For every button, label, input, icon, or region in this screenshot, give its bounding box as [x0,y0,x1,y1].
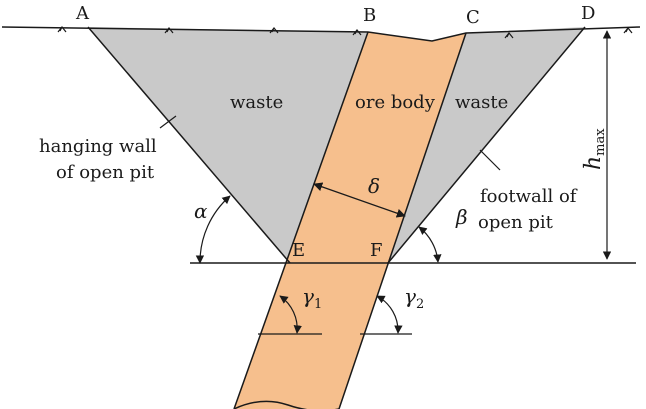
point-c-label: C [466,7,480,28]
gamma2-symbol: γ2 [404,284,424,312]
hanging-wall-label-line1: hanging wall [39,136,157,157]
gamma2-angle-arc [376,295,403,334]
beta-angle-arc [418,226,442,263]
gamma2-letter: γ [404,284,416,308]
gamma2-subscript: 2 [416,297,424,312]
hmax-letter: h [581,156,606,170]
ore-bottom-break [233,400,339,409]
delta-thickness-arrow [313,182,406,218]
ore-body-label: ore body [355,92,436,113]
surface-hatch-marks [57,26,633,39]
alpha-symbol: α [194,199,208,223]
alpha-angle-arc [195,195,231,264]
footwall-leader [479,149,501,171]
ore-boundary-left [233,31,369,409]
point-d-label: D [581,3,595,24]
waste-left-label: waste [230,92,283,113]
hanging-wall-label-line2: of open pit [56,162,155,183]
gamma1-letter: γ [302,284,314,308]
gamma1-subscript: 1 [314,297,322,312]
point-e-label: E [292,240,305,261]
footwall-line [387,26,586,264]
hmax-label: hmax [581,128,608,170]
delta-symbol: δ [368,174,380,198]
point-a-label: A [75,3,90,24]
waste-left-region [88,27,368,263]
ore-boundary-right [338,32,467,409]
ground-surface-line [1,26,641,42]
hmax-subscript: max [593,128,608,156]
beta-symbol: β [455,205,468,229]
gamma1-symbol: γ1 [302,284,322,312]
gamma1-angle-arc [279,295,302,334]
hanging-wall-line [87,26,291,264]
point-b-label: B [363,5,376,26]
footwall-label-line1: footwall of [480,186,578,207]
hanging-wall-leader [159,115,177,129]
footwall-label-line2: open pit [478,212,554,233]
waste-right-label: waste [455,92,508,113]
point-f-label: F [370,240,383,261]
